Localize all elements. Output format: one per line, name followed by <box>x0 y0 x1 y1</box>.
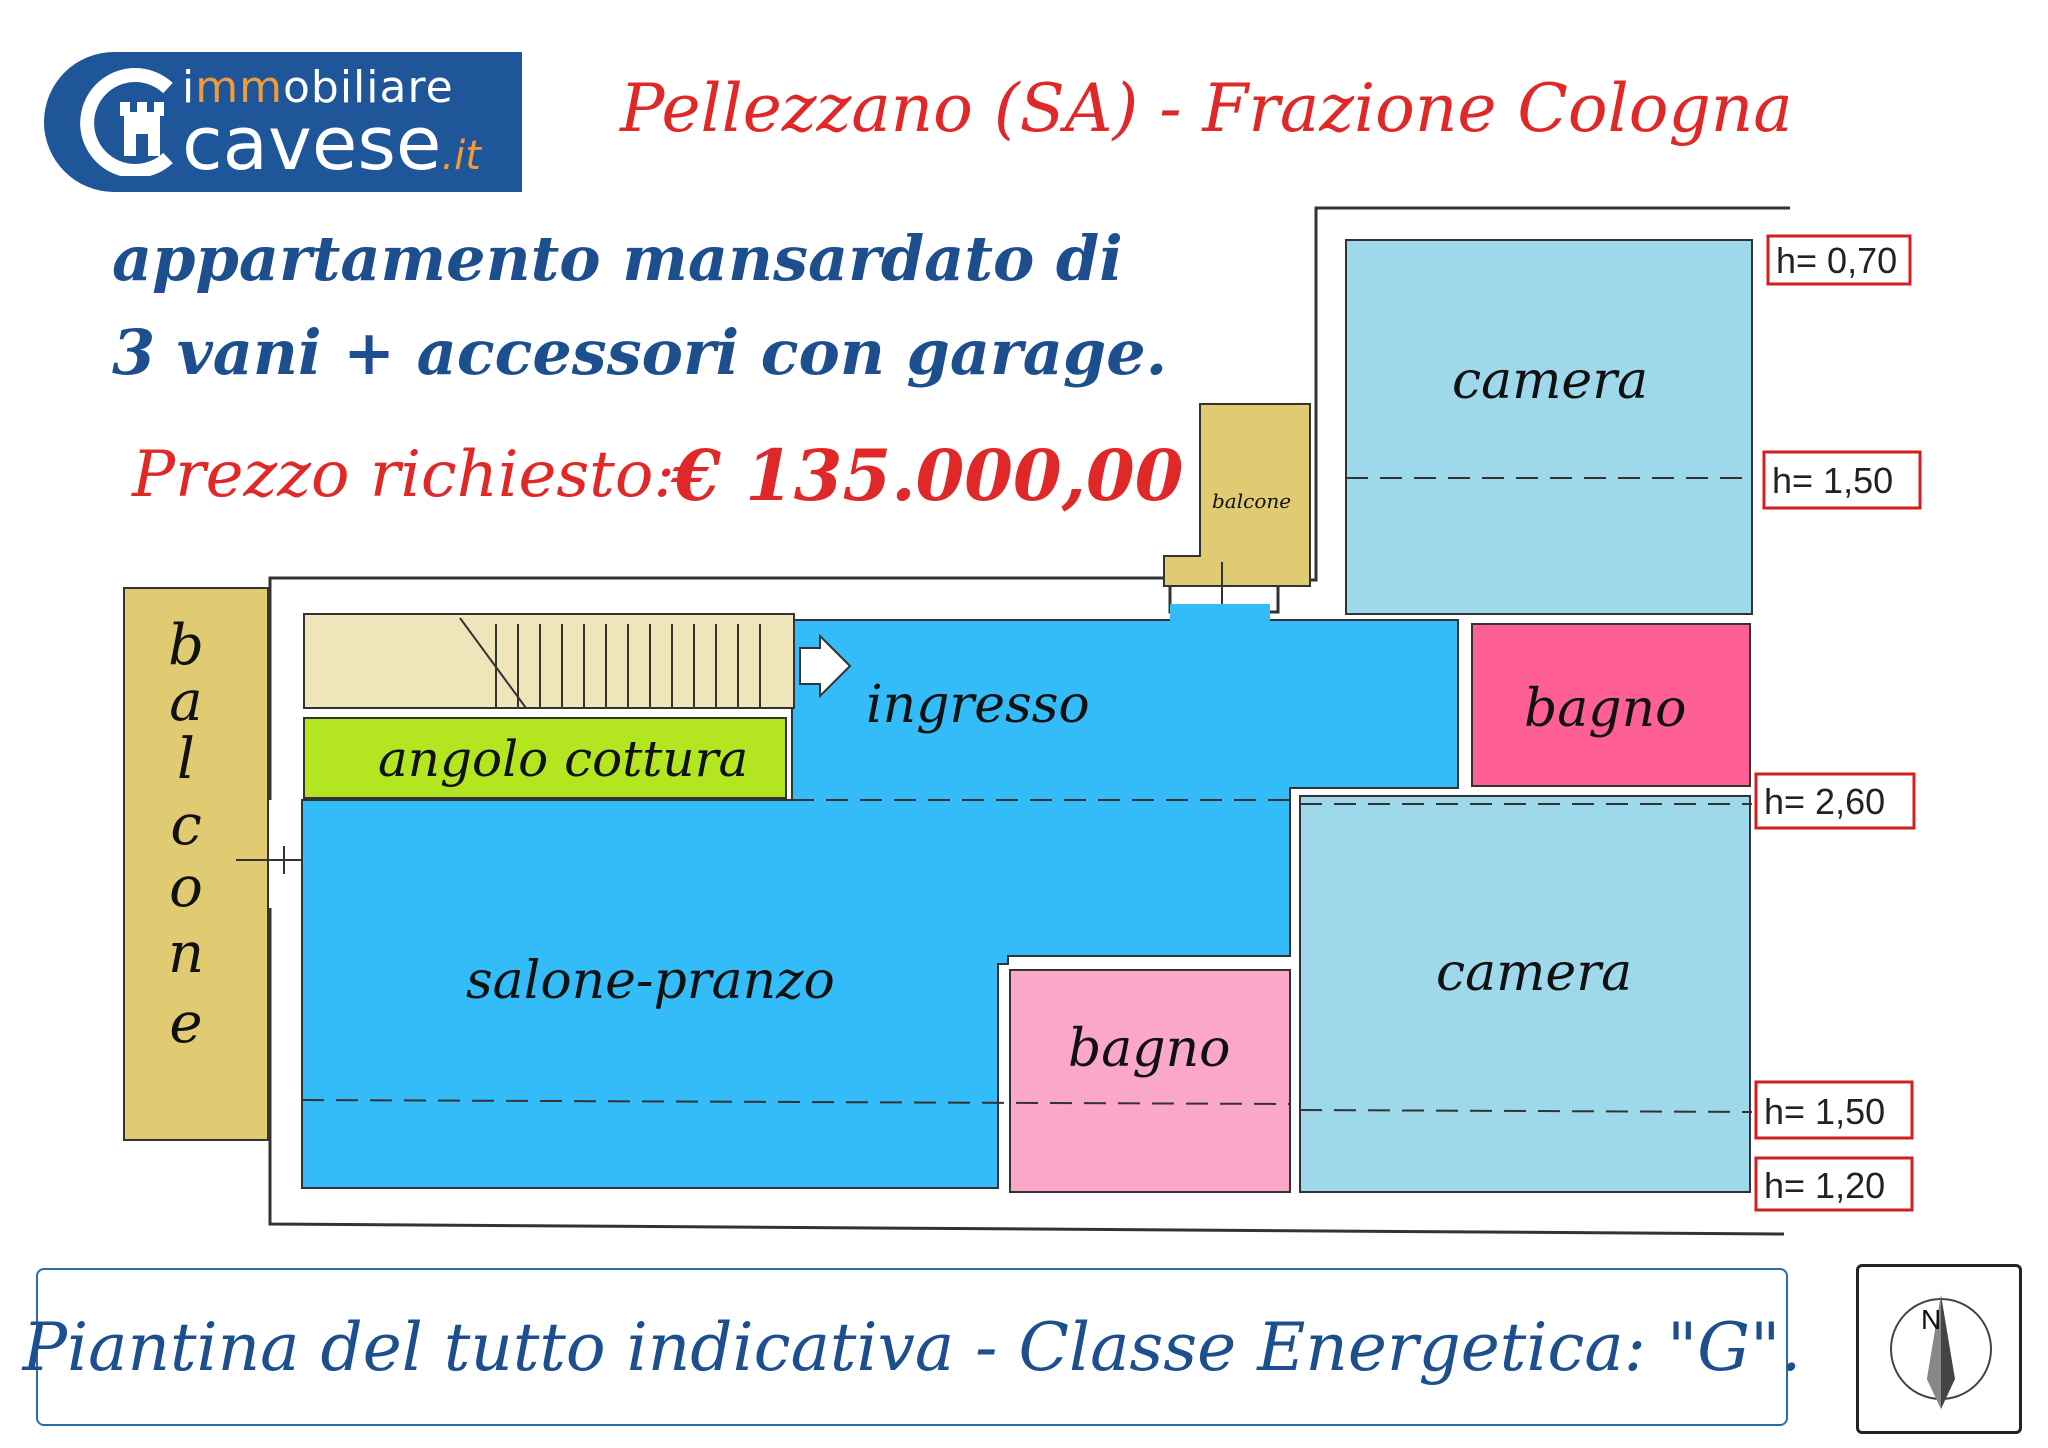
listing-title: Pellezzano (SA) - Frazione Cologna <box>620 70 1793 147</box>
stair-steps <box>459 617 761 709</box>
room-label-bagno-right: bagno <box>1524 679 1686 739</box>
svg-text:e: e <box>169 991 202 1056</box>
entrance-arrow-icon <box>799 633 852 699</box>
height-lines <box>301 477 1753 1113</box>
bagno-right <box>1471 623 1751 787</box>
description-line-2: 3 vani + accessori con garage. <box>112 316 1168 389</box>
room-label-camera-top: camera <box>1452 351 1648 411</box>
balcony-left <box>123 587 269 1141</box>
note-text: Piantina del tutto indicativa - Classe E… <box>22 1308 1802 1386</box>
room-label-balcone-small: balcone <box>1212 489 1291 513</box>
svg-text:c: c <box>170 793 201 858</box>
company-logo: immobiliare cavese.it <box>44 52 522 192</box>
height-label-5: h= 1,20 <box>1764 1165 1885 1206</box>
bagno-bottom <box>1009 969 1291 1193</box>
room-label-salone: salone-pranzo <box>466 951 835 1011</box>
castle-c-icon <box>80 68 173 176</box>
svg-text:l: l <box>177 727 195 792</box>
stairs <box>303 613 795 709</box>
room-label-ingresso: ingresso <box>866 675 1090 735</box>
height-label-4: h= 1,50 <box>1764 1091 1885 1132</box>
height-label-2: h= 1,50 <box>1772 460 1893 501</box>
height-label-3: h= 2,60 <box>1764 781 1885 822</box>
camera-bottom <box>1299 795 1751 1193</box>
svg-text:N: N <box>1921 1304 1941 1335</box>
camera-top <box>1345 239 1753 615</box>
room-label-angolo-cottura: angolo cottura <box>378 730 748 788</box>
description-line-1: appartamento mansardato di <box>112 222 1123 295</box>
note-box <box>36 1268 1788 1426</box>
north-arrow-icon: N <box>1890 1295 1992 1409</box>
svg-text:n: n <box>168 921 204 986</box>
room-label-balcone-vertical: b a l c o n e <box>168 613 204 1056</box>
logo-text-cavese: cavese.it <box>182 101 481 187</box>
price-label: Prezzo richiesto: <box>132 438 675 512</box>
svg-text:b: b <box>168 613 204 678</box>
room-label-bagno-bottom: bagno <box>1068 1019 1230 1079</box>
balcony-small <box>1163 403 1311 587</box>
room-label-camera-bottom: camera <box>1436 943 1632 1003</box>
price-value: € 135.000,00 <box>672 434 1184 517</box>
svg-text:a: a <box>169 669 202 734</box>
svg-text:o: o <box>169 855 203 920</box>
logo-text-immobiliare: immobiliare <box>182 62 454 113</box>
compass: N <box>1856 1264 2022 1434</box>
height-label-1: h= 0,70 <box>1776 240 1897 281</box>
kitchen-area <box>303 717 787 799</box>
salone-area <box>301 619 1459 1189</box>
